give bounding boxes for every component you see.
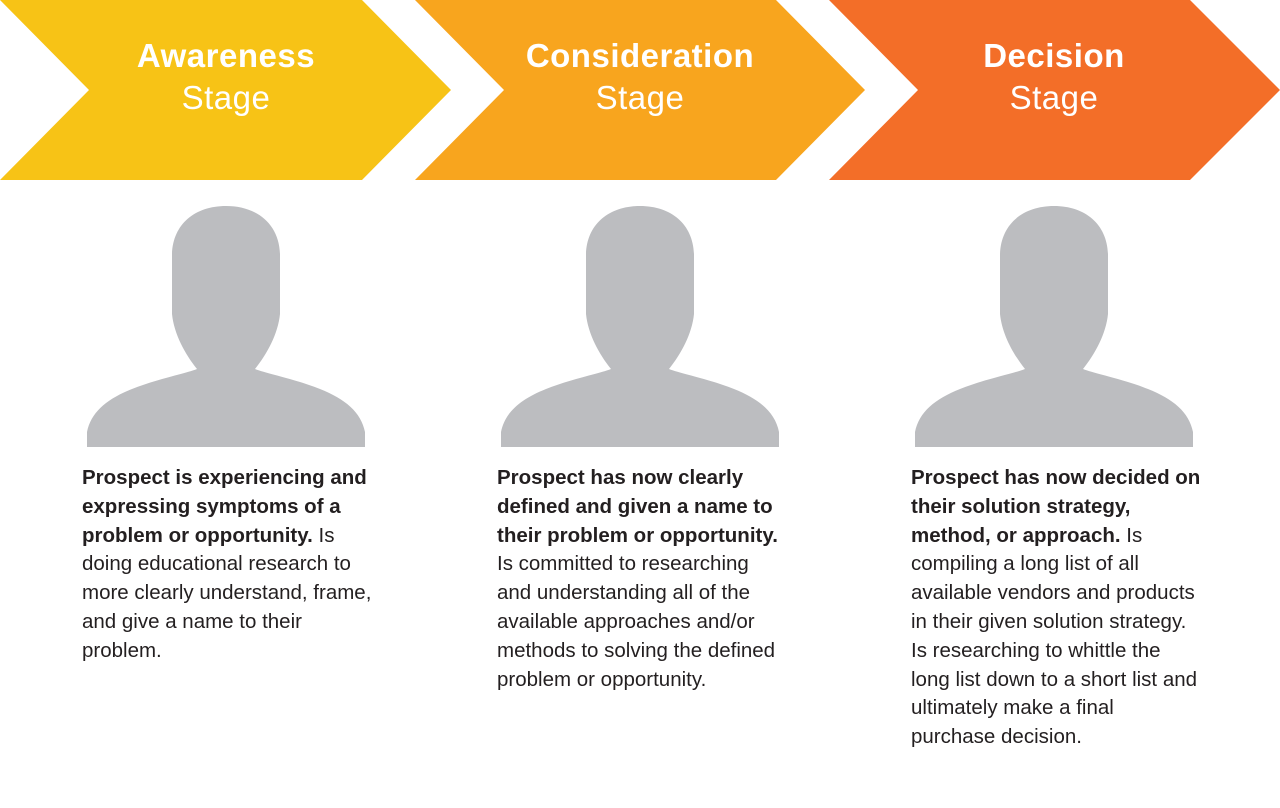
decision-description: Prospect has now decided on their soluti… (911, 464, 1201, 752)
stage-title: Decision (983, 37, 1125, 74)
stage-subtitle: Stage (1009, 79, 1099, 116)
decision-arrow-shape (829, 0, 1280, 180)
consideration-stage-label: Consideration Stage (504, 0, 776, 180)
person-silhouette-icon (915, 206, 1193, 447)
awareness-arrow-shape (0, 0, 451, 180)
awareness-description: Prospect is experiencing and expressing … (82, 464, 372, 666)
description-body: Is committed to researching and understa… (497, 552, 776, 691)
description-body: Is doing educational research to more cl… (82, 523, 372, 662)
stage-title: Awareness (136, 37, 316, 74)
stage-subtitle: Stage (595, 79, 685, 116)
stage-subtitle: Stage (181, 79, 271, 116)
person-silhouette-icon (501, 206, 779, 447)
consideration-arrow-shape (415, 0, 865, 180)
person-silhouette-icon (87, 206, 365, 447)
description-body: Is compiling a long list of all availabl… (911, 523, 1198, 749)
description-lead: Prospect has now decided on their soluti… (911, 466, 1201, 547)
stage-title: Consideration (525, 37, 755, 74)
description-lead: Prospect is experiencing and expressing … (82, 466, 367, 547)
decision-stage-label: Decision Stage (918, 0, 1190, 180)
consideration-description: Prospect has now clearly defined and giv… (497, 464, 787, 694)
awareness-stage-label: Awareness Stage (90, 0, 362, 180)
description-lead: Prospect has now clearly defined and giv… (497, 466, 778, 547)
stage-arrows (0, 0, 1280, 180)
